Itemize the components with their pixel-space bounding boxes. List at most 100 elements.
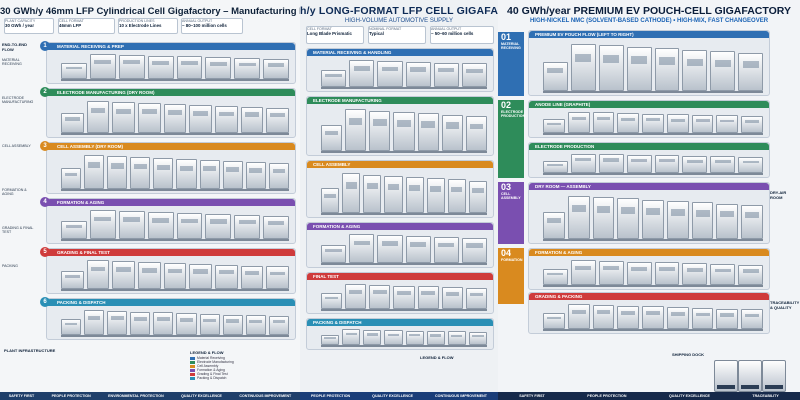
equipment-row bbox=[61, 154, 289, 189]
stage-header bbox=[307, 223, 493, 230]
machine-icon bbox=[543, 119, 565, 133]
machine-icon bbox=[86, 260, 110, 289]
legend-swatch bbox=[190, 376, 195, 380]
stat-key: PRODUCTION LINES bbox=[119, 19, 155, 23]
equipment-row bbox=[321, 234, 488, 263]
equipment-row bbox=[543, 194, 764, 239]
machine-icon bbox=[710, 156, 736, 173]
machine-icon bbox=[682, 155, 708, 173]
stat-key: PLANT CAPACITY bbox=[5, 19, 36, 23]
machine-icon bbox=[654, 155, 680, 173]
machine-icon bbox=[598, 260, 624, 285]
legend-swatch bbox=[190, 356, 195, 360]
legend-text: Electrode Manufacturing bbox=[197, 360, 234, 364]
machine-icon bbox=[691, 114, 714, 133]
legend-swatch bbox=[190, 360, 195, 364]
machine-icon bbox=[741, 309, 764, 329]
flow-sidebar: END-TO-END FLOW MATERIAL RECEIVING ELECT… bbox=[2, 42, 38, 268]
stage-number: 4 bbox=[40, 197, 50, 207]
footer-item: ENVIRONMENTAL PROTECTION bbox=[108, 394, 164, 398]
line-label: ELECTRODE PRODUCTION bbox=[535, 144, 595, 149]
machine-icon bbox=[153, 312, 174, 335]
machine-icon bbox=[263, 58, 289, 79]
machine-icon bbox=[405, 61, 431, 87]
machine-icon bbox=[716, 115, 739, 133]
stat-annual-output: ANNUAL OUTPUT ~ 80–100 million cells bbox=[181, 18, 243, 34]
machine-icon bbox=[363, 174, 382, 213]
machine-icon bbox=[666, 307, 689, 329]
stage-label: PACKING & DISPATCH bbox=[313, 320, 362, 325]
machine-icon bbox=[138, 262, 161, 289]
machine-icon bbox=[567, 111, 590, 133]
stage-label: GRADING & FINAL TEST bbox=[57, 250, 110, 255]
stat-annual-output: ANNUAL OUTPUT ~ 50–60 million cells bbox=[430, 26, 494, 44]
section-number: 01 bbox=[501, 32, 512, 42]
equipment-row bbox=[543, 42, 763, 91]
machine-icon bbox=[654, 262, 680, 285]
line-block: DRY ROOM — ASSEMBLY bbox=[528, 182, 770, 244]
equipment-row bbox=[61, 210, 289, 239]
line-block: GRADING & PACKING bbox=[528, 292, 770, 334]
panel2-title: h/y LONG-FORMAT LFP CELL GIGAFACTO bbox=[300, 5, 498, 17]
line-block: PREMIUM EV POUCH FLOW (LEFT TO RIGHT) bbox=[528, 30, 770, 96]
machine-icon bbox=[205, 213, 232, 239]
legend-text: Material Receiving bbox=[197, 356, 225, 360]
line-label: GRADING & PACKING bbox=[535, 294, 583, 299]
conveyor-line bbox=[543, 133, 763, 135]
machine-icon bbox=[642, 306, 664, 329]
legend-text: Cell Assembly bbox=[197, 364, 219, 368]
equipment-row bbox=[321, 329, 487, 345]
panel1-footer: SAFETY FIRST PEOPLE PROTECTION ENVIRONME… bbox=[0, 392, 300, 400]
equipment-row bbox=[543, 111, 764, 133]
machine-icon bbox=[89, 210, 116, 239]
pouch-cell-panel: 40 GWh/year PREMIUM EV POUCH-CELL GIGAFA… bbox=[498, 0, 800, 400]
legend-text: Packing & Dispatch bbox=[197, 376, 227, 380]
machine-icon bbox=[465, 287, 487, 309]
machine-icon bbox=[626, 154, 652, 173]
machine-icon bbox=[130, 156, 151, 189]
stage-block: FORMATION & AGING bbox=[306, 222, 494, 268]
machine-icon bbox=[147, 55, 174, 79]
machine-icon bbox=[433, 236, 459, 263]
flow-item: PACKING bbox=[2, 264, 18, 268]
machine-icon bbox=[321, 188, 340, 213]
machine-icon bbox=[86, 100, 110, 133]
machine-icon bbox=[617, 112, 640, 133]
machine-icon bbox=[405, 236, 431, 263]
stage-number: 5 bbox=[40, 247, 50, 257]
machine-icon bbox=[384, 330, 403, 345]
machine-icon bbox=[112, 261, 136, 289]
equipment-row bbox=[543, 260, 763, 285]
conveyor-line bbox=[321, 87, 487, 89]
machine-icon bbox=[626, 261, 652, 285]
machine-icon bbox=[153, 157, 174, 189]
stage-header bbox=[47, 199, 295, 206]
footer-item: QUALITY EXCELLENCE bbox=[668, 394, 710, 398]
machine-icon bbox=[384, 175, 403, 213]
machine-icon bbox=[741, 205, 764, 239]
line-header bbox=[529, 249, 769, 256]
machine-icon bbox=[642, 199, 664, 239]
traceability-label: TRACEABILITY & QUALITY bbox=[770, 300, 799, 310]
section-number: 03 bbox=[501, 182, 512, 192]
conveyor-line bbox=[543, 329, 763, 331]
stat-value: 30 GWh / year bbox=[5, 23, 35, 28]
conveyor-line bbox=[321, 213, 487, 215]
legend-text: Formation & Aging bbox=[197, 368, 225, 372]
conveyor-line bbox=[61, 239, 289, 241]
machine-icon bbox=[61, 221, 87, 239]
machine-icon bbox=[215, 105, 238, 133]
legend-item: Packing & Dispatch bbox=[190, 376, 290, 380]
legend-item: Cell Assembly bbox=[190, 364, 290, 368]
machine-icon bbox=[222, 314, 243, 335]
stat-key: CELL FORMAT bbox=[59, 19, 84, 23]
machine-icon bbox=[163, 262, 187, 289]
section-label: FORMATION bbox=[501, 258, 523, 262]
machine-icon bbox=[321, 334, 340, 345]
machine-icon bbox=[433, 62, 459, 87]
legend-item: Material Receiving bbox=[190, 356, 290, 360]
equipment-row bbox=[321, 108, 487, 151]
equipment-row bbox=[321, 172, 487, 213]
stage-header bbox=[47, 249, 295, 256]
machine-icon bbox=[234, 214, 261, 239]
